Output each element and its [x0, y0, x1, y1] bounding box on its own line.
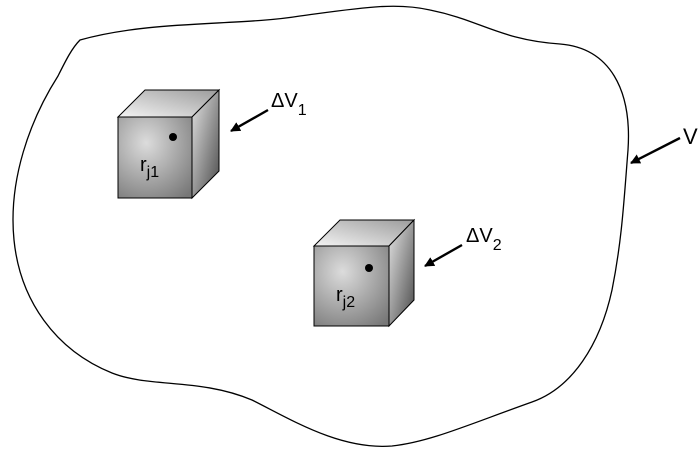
- volume-element-1: rj1: [116, 88, 221, 200]
- region-label-arrow: [630, 136, 681, 165]
- region-label: V: [683, 124, 698, 149]
- volume-element-2: rj2: [312, 218, 416, 328]
- cube-2-front: [313, 245, 390, 327]
- cube-1-front: [117, 116, 193, 199]
- region-boundary: [12, 5, 630, 447]
- volume-element-1-label: ΔV1: [271, 90, 307, 119]
- point-2-label: rj2: [336, 284, 355, 311]
- volume-element-2-label: ΔV2: [466, 225, 502, 254]
- point-1-dot: [169, 133, 177, 141]
- volume-element-2-arrow: [424, 243, 463, 268]
- volume-element-1-arrow: [230, 108, 269, 133]
- point-2-dot: [365, 264, 373, 272]
- point-1-label: rj1: [140, 154, 159, 181]
